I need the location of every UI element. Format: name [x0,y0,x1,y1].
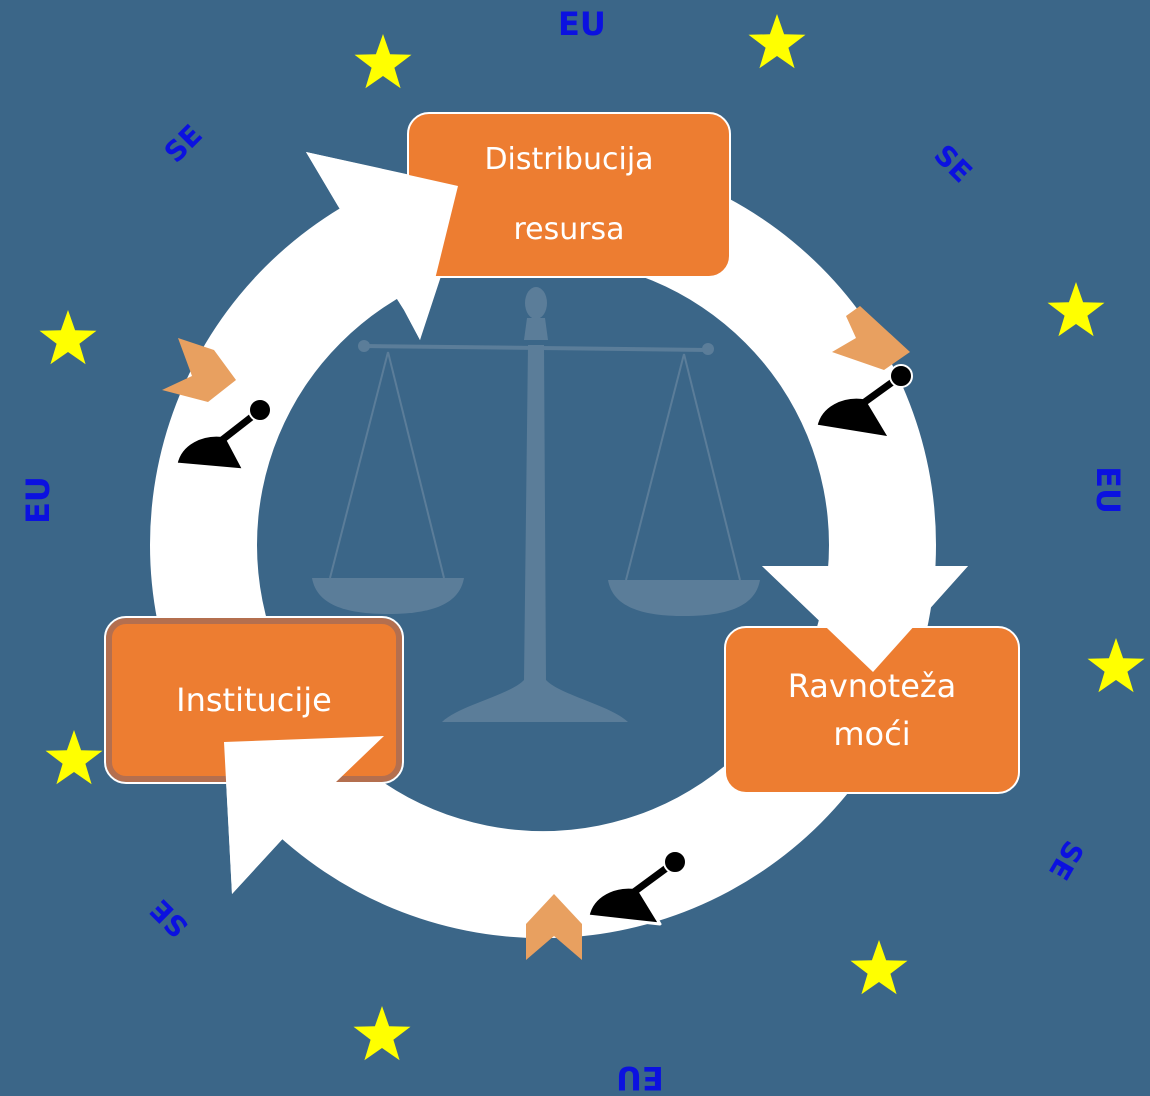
eu-label: EU [1088,466,1127,514]
node-institucije: Institucije [104,616,404,784]
chevron-icon [832,306,910,370]
node-label-line: Institucije [176,681,332,719]
star-icon [850,940,908,995]
star-icon [1047,282,1105,337]
chevron-icon [526,894,582,960]
star-icon [748,14,806,69]
star-icon [354,34,412,89]
star-icon [1087,638,1145,693]
eu-label: EU [18,476,57,524]
lever-icon [174,398,272,472]
node-distribucija-resursa: Distribucija resursa [407,112,731,278]
node-label-line: Ravnoteža [787,667,957,705]
star-icon [353,1006,411,1061]
star-icon [45,730,103,785]
star-icon [39,310,97,365]
node-label-line: Distribucija [484,142,654,177]
chevron-icon [162,338,236,402]
node-label-line: moći [833,715,911,753]
node-label-line: resursa [513,212,625,247]
scales-of-justice-icon [312,287,760,722]
lever-icon [814,364,913,440]
eu-label: EU [616,1059,664,1096]
node-ravnoteza-moci: Ravnoteža moći [724,626,1020,794]
lever-icon [586,850,687,926]
eu-label: EU [558,5,606,43]
